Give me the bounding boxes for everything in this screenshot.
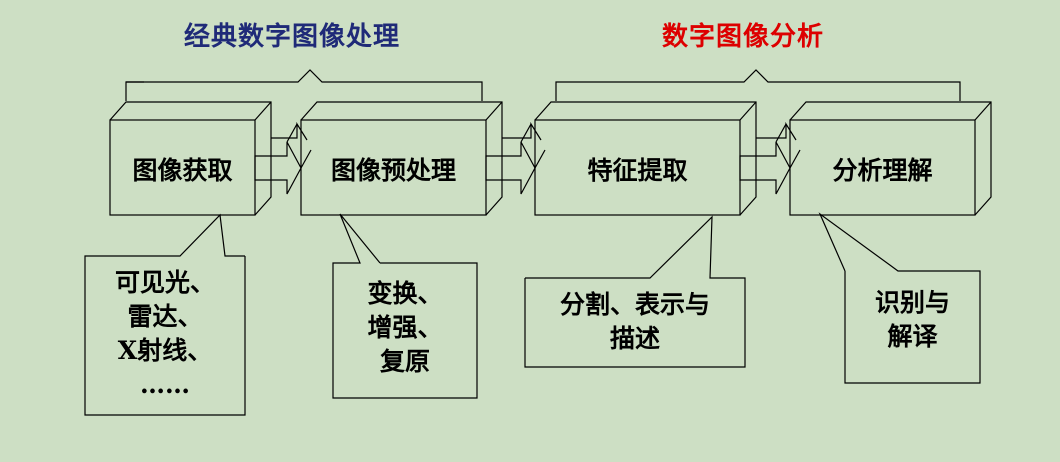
- callout-2: [332, 213, 478, 399]
- note-line: 复原: [379, 347, 430, 376]
- note-line: 可见光、: [114, 268, 215, 297]
- note-line: 变换、: [367, 279, 443, 308]
- callout-1: [84, 213, 246, 416]
- arrow-3: [739, 121, 801, 195]
- brace-classic: [125, 69, 483, 101]
- callout-3: [524, 215, 746, 368]
- note-line: X射线、: [117, 336, 213, 365]
- stage-label-feature-extraction: 特征提取: [587, 156, 688, 185]
- stage-label-preprocessing: 图像预处理: [330, 156, 456, 185]
- stage-label-understanding: 分析理解: [832, 156, 933, 185]
- note-preprocessing-methods: 变换、 增强、 复原: [333, 277, 477, 379]
- note-line: 增强、: [367, 313, 443, 342]
- stage-label-acquisition: 图像获取: [132, 156, 233, 185]
- note-line: 识别与: [874, 288, 950, 317]
- title-image-analysis: 数字图像分析: [662, 22, 825, 52]
- note-line: 描述: [609, 324, 660, 353]
- callout-4: [818, 212, 981, 384]
- note-line: 解译: [887, 322, 938, 351]
- arrow-1: [254, 121, 312, 195]
- note-understanding-methods: 识别与 解译: [845, 286, 980, 354]
- note-line: 分割、表示与: [559, 290, 710, 319]
- note-feature-methods: 分割、表示与 描述: [525, 288, 745, 356]
- note-line: ……: [140, 370, 190, 399]
- brace-analysis: [555, 69, 961, 101]
- note-acquisition-sources: 可见光、 雷达、 X射线、 ……: [85, 266, 245, 402]
- note-line: 雷达、: [127, 302, 203, 331]
- arrow-2: [485, 121, 546, 195]
- title-classic-processing: 经典数字图像处理: [184, 22, 401, 52]
